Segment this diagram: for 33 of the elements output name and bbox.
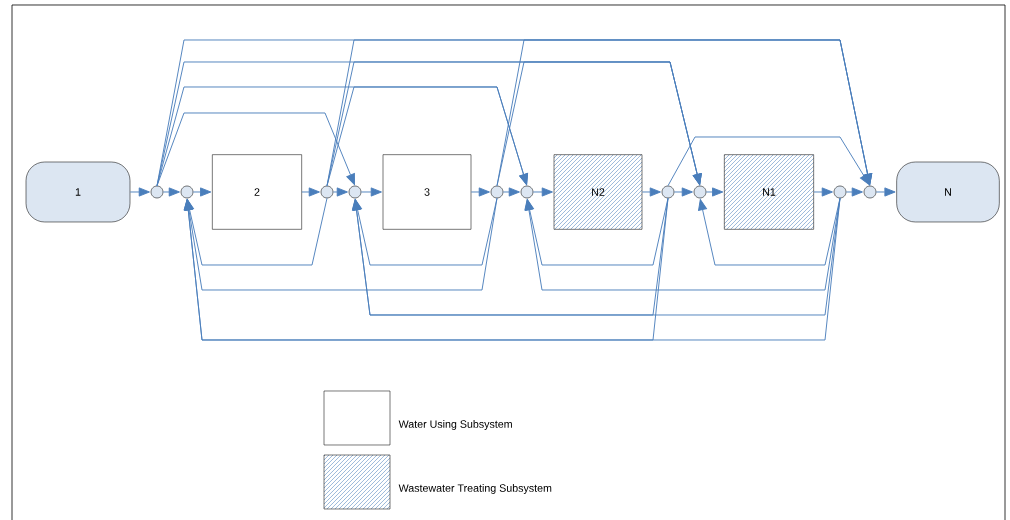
process-box: 3 [382,154,472,230]
arrow [183,197,841,341]
arrow [667,136,870,187]
treatment-box: N1 [724,154,814,230]
arrow [524,197,841,291]
arrow [641,187,661,197]
legend-label: Water Using Subsystem [398,420,512,430]
legend-label: Wastewater Treating Subsystem [398,484,552,494]
arrow [698,197,841,266]
arrow [301,187,320,197]
arrow [875,187,896,197]
arrow [332,187,348,197]
arrow [326,86,529,187]
arrow [496,39,873,187]
arrow [162,187,180,197]
arrow [192,187,212,197]
arrow [845,187,863,197]
terminal-node: 1 [25,161,131,223]
treatment-box: N2 [553,154,643,230]
arrow [184,197,498,291]
arrow [470,187,490,197]
arrow [502,187,520,197]
arrow [360,187,382,197]
arrow [532,187,553,197]
arrow [673,187,693,197]
arrow [813,187,833,197]
arrow [156,112,355,187]
terminal-node: N [896,161,1000,223]
arrow [129,187,150,197]
arrow [351,197,841,316]
process-box: 2 [212,154,302,230]
arrow [496,61,702,187]
arrow [705,187,724,197]
